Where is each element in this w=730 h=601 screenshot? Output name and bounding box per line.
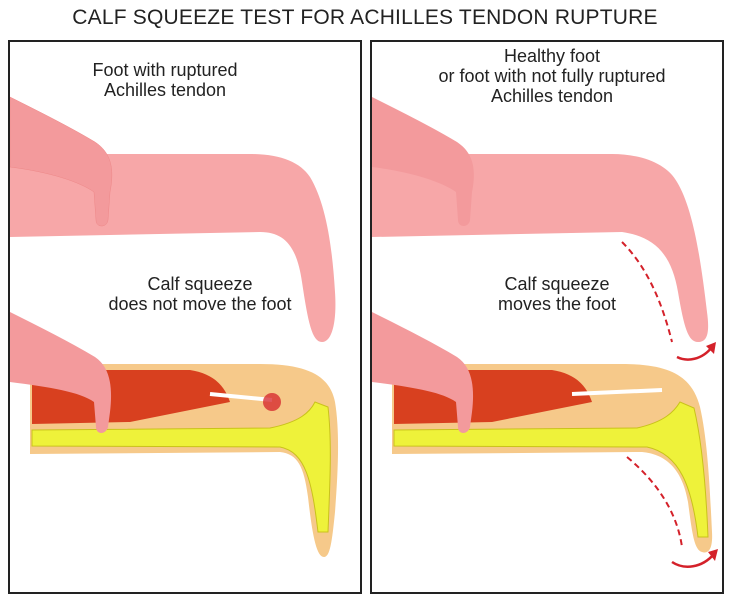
caption-line: Calf squeeze: [147, 274, 253, 294]
hand-lower: [10, 312, 112, 433]
arrow-head: [706, 342, 716, 354]
caption-line: Achilles tendon: [103, 80, 227, 100]
healthy-leg-illustration: [372, 97, 718, 568]
movement-dashes: [626, 456, 683, 548]
caption-line: does not move the foot: [108, 294, 292, 314]
leg-skin: [10, 154, 336, 342]
caption-line: Calf squeeze: [504, 274, 610, 294]
leg-skin: [372, 154, 709, 342]
caption-line: Healthy foot: [503, 46, 601, 66]
caption-line: Achilles tendon: [490, 86, 614, 106]
healthy-bottom-caption: Calf squeeze moves the foot: [462, 274, 652, 314]
healthy-tendon-panel: Healthy foot or foot with not fully rupt…: [370, 40, 724, 594]
caption-line: moves the foot: [497, 294, 617, 314]
tendon: [571, 388, 663, 396]
ruptured-leg-illustration: [10, 96, 339, 557]
tendon: [209, 392, 273, 402]
movement-dashes: [621, 241, 673, 343]
healthy-top-caption: Healthy foot or foot with not fully rupt…: [412, 46, 692, 106]
hand-lower: [372, 312, 474, 433]
bone: [31, 401, 331, 533]
rupture-spot: [263, 393, 281, 411]
diagram-title: CALF SQUEEZE TEST FOR ACHILLES TENDON RU…: [72, 6, 658, 29]
bone: [393, 401, 709, 538]
ruptured-bottom-caption: Calf squeeze does not move the foot: [80, 274, 320, 314]
caption-line: or foot with not fully ruptured: [438, 66, 666, 86]
movement-arrow: [671, 553, 715, 568]
caption-line: Foot with ruptured: [92, 60, 238, 80]
ruptured-tendon-panel: Foot with ruptured Achilles tendon Calf …: [8, 40, 362, 594]
ruptured-top-caption: Foot with ruptured Achilles tendon: [50, 60, 280, 100]
hand: [10, 96, 113, 227]
arrow-head: [708, 549, 718, 561]
movement-arrow: [676, 346, 713, 361]
hand: [372, 97, 474, 226]
